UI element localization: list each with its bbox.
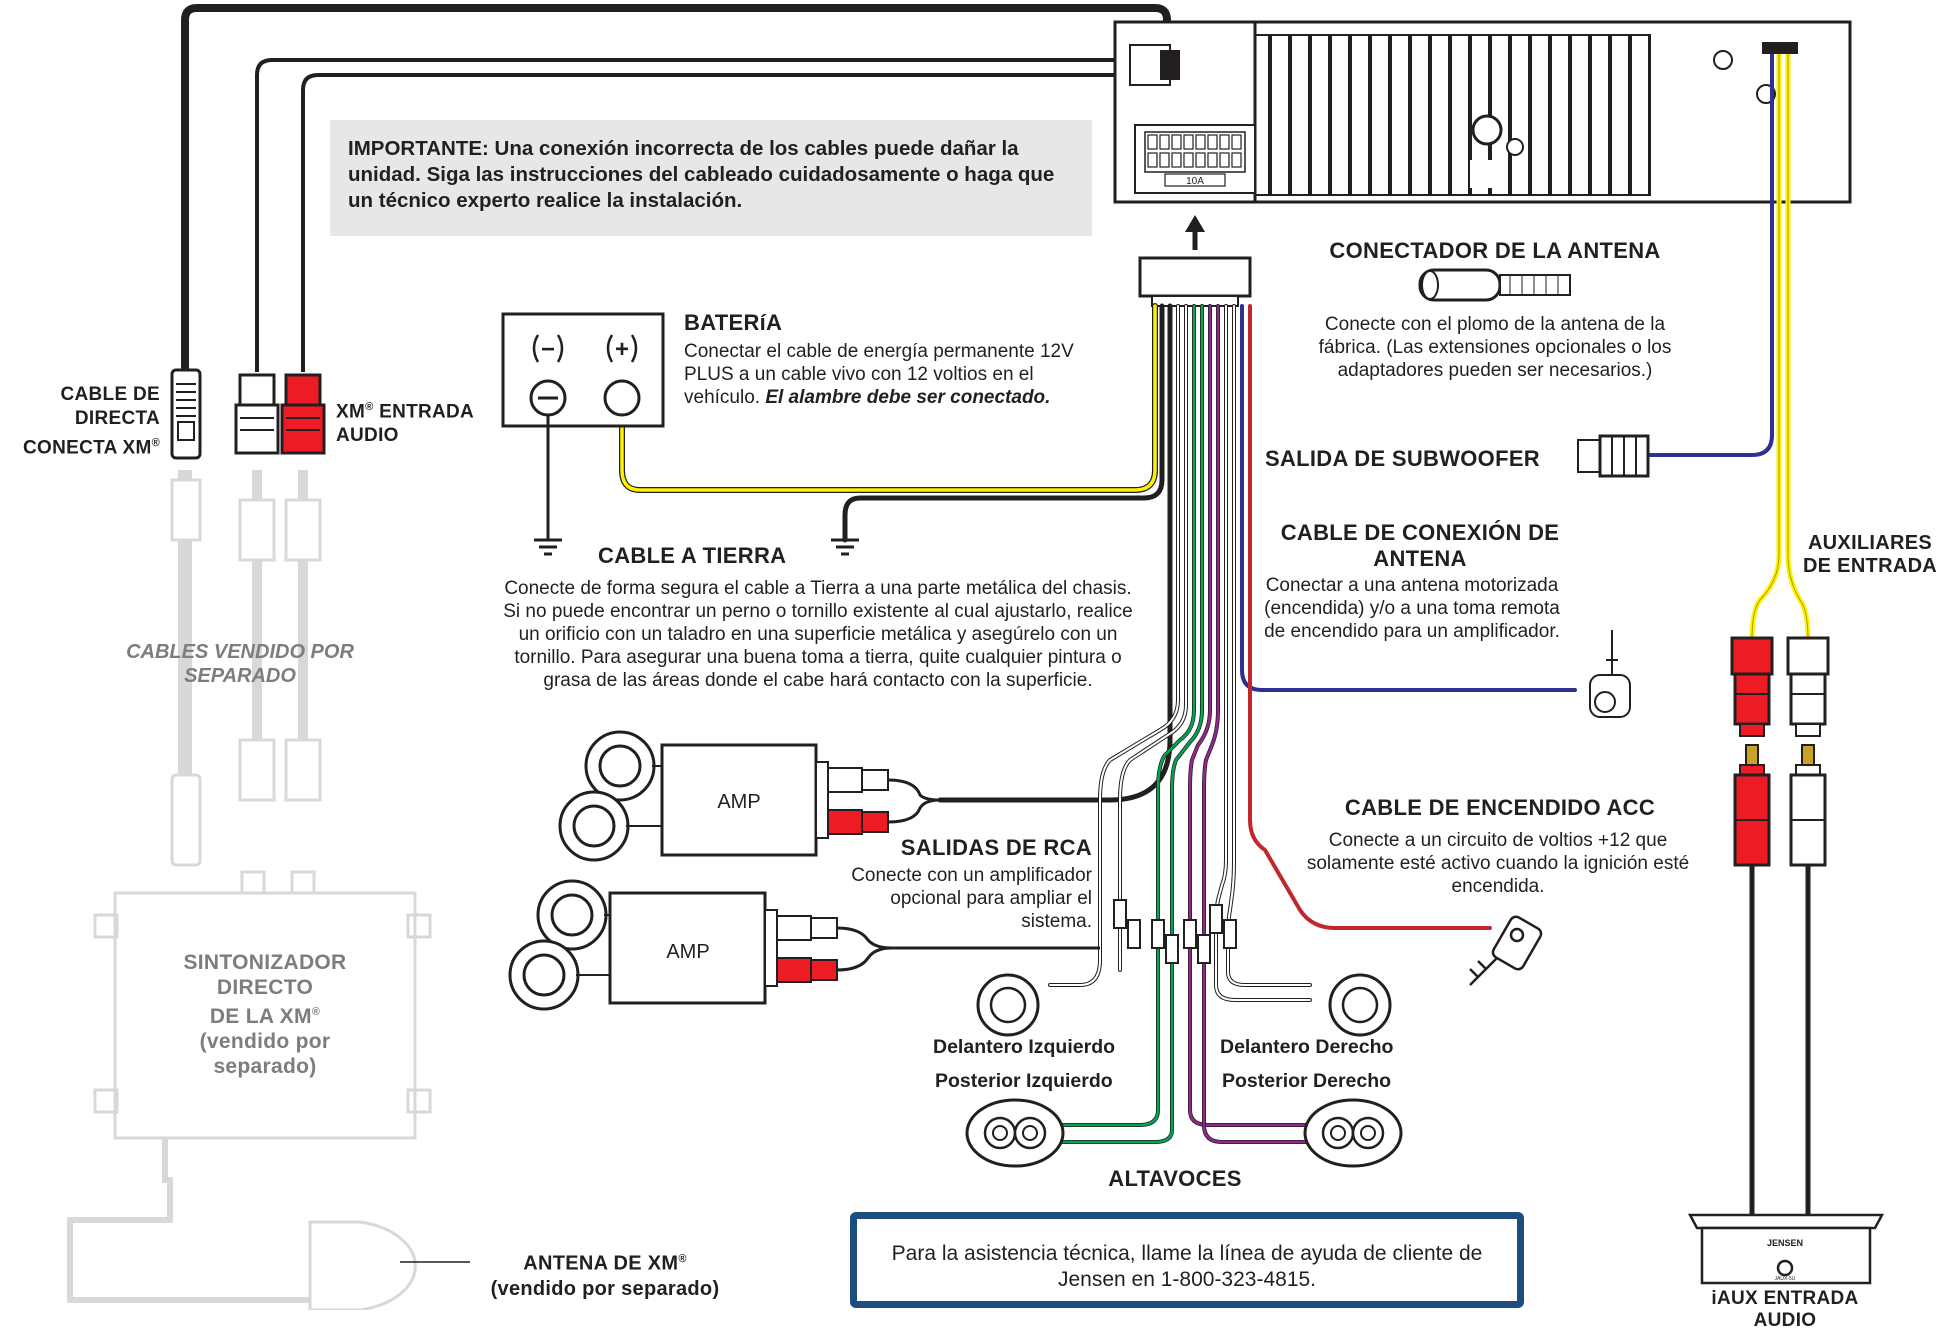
tuner-line1: SINTONIZADOR bbox=[183, 951, 347, 974]
xm-antenna-line2: (vendido por separado) bbox=[490, 1277, 720, 1300]
xm-audio-label: XM® ENTRADA AUDIO bbox=[336, 395, 474, 448]
tuner-line2: DIRECTO bbox=[216, 976, 314, 999]
arrow-up-icon bbox=[1185, 215, 1205, 250]
power-antenna-icon bbox=[1589, 630, 1631, 718]
iaux-brand: JENSEN bbox=[1767, 1238, 1803, 1248]
important-warning-box: IMPORTANTE: Una conexión incorrecta de l… bbox=[330, 120, 1092, 236]
rca-title: SALIDAS DE RCA bbox=[900, 835, 1092, 860]
tuner-reg: ® bbox=[311, 1006, 321, 1018]
xm-direct-connector-icon bbox=[170, 368, 202, 460]
tuner-line4: (vendido por bbox=[199, 1030, 331, 1053]
tuner-line5: separado) bbox=[213, 1055, 317, 1078]
xm-direct-line2: DIRECTA bbox=[74, 408, 160, 429]
antenna-connector-icon bbox=[1418, 268, 1571, 302]
xm-direct-line3: CONECTA XM bbox=[22, 437, 152, 459]
power-antenna-title: CABLE DE CONEXIÓN DE ANTENA bbox=[1280, 520, 1560, 571]
speakers-title: ALTAVOCES bbox=[1108, 1166, 1242, 1191]
acc-text: Conecte a un circuito de voltios +12 que… bbox=[1306, 830, 1690, 897]
ground-title: CABLE A TIERRA bbox=[598, 543, 787, 568]
aux-white-rca-icon bbox=[1786, 636, 1830, 1215]
cables-sold-label: CABLES VENDIDO POR SEPARADO bbox=[126, 641, 354, 687]
iaux-model: JAUX-5U bbox=[1775, 1276, 1796, 1282]
speaker-front-right-icon bbox=[1328, 973, 1392, 1037]
battery-icon bbox=[501, 312, 665, 428]
amplifier-2-icon bbox=[508, 879, 1100, 1011]
subwoofer-rca-icon bbox=[1577, 434, 1650, 478]
tuner-line3: DE LA XM bbox=[209, 1005, 312, 1028]
speaker-front-left-icon bbox=[976, 973, 1040, 1037]
power-antenna-text: Conectar a una antena motorizada (encend… bbox=[1264, 575, 1560, 642]
amp-2-label: AMP bbox=[666, 941, 709, 963]
harness-plug-icon bbox=[1138, 256, 1252, 307]
antenna-connector-text: Conecte con el plomo de la antena de la … bbox=[1318, 314, 1672, 381]
tech-support-text: Para la asistencia técnica, llame la lín… bbox=[891, 1242, 1483, 1291]
amplifier-1-icon bbox=[558, 730, 941, 862]
xm-audio-red-rca-icon bbox=[280, 373, 326, 455]
tech-support-box: Para la asistencia técnica, llame la lín… bbox=[850, 1212, 1524, 1308]
xm-antenna-line1: ANTENA DE XM bbox=[523, 1252, 679, 1275]
subwoofer-label: SALIDA DE SUBWOOFER bbox=[1265, 446, 1540, 471]
speaker-rear-right-icon bbox=[1303, 1098, 1403, 1168]
battery-title: BATERíA bbox=[684, 310, 783, 335]
battery-minus: − bbox=[541, 336, 555, 363]
unit-rear-plug-icon bbox=[1762, 42, 1798, 54]
ground-text: Conecte de forma segura el cable a Tierr… bbox=[503, 578, 1133, 691]
antenna-connector-title: CONECTADOR DE LA ANTENA bbox=[1329, 238, 1661, 263]
iaux-title: iAUX ENTRADA AUDIO bbox=[1711, 1288, 1859, 1331]
ignition-key-icon bbox=[1469, 915, 1543, 986]
rear-left-label: Posterior Izquierdo bbox=[935, 1070, 1113, 1092]
battery-plus: + bbox=[615, 336, 629, 363]
ground-symbol-icon bbox=[534, 538, 562, 556]
important-warning-text: IMPORTANTE: Una conexión incorrecta de l… bbox=[348, 137, 1055, 212]
speaker-rear-left-icon bbox=[965, 1098, 1065, 1168]
xm-audio-reg: ® bbox=[365, 401, 374, 413]
xm-audio-white-rca-icon bbox=[234, 373, 280, 455]
xm-direct-reg: ® bbox=[151, 437, 160, 449]
iaux-panel-icon bbox=[1687, 1213, 1885, 1285]
front-left-label: Delantero Izquierdo bbox=[933, 1036, 1116, 1058]
xm-antenna-label: ANTENA DE XM® (vendido por separado) bbox=[460, 1247, 750, 1302]
tuner-label: SINTONIZADOR DIRECTO DE LA XM® (vendido … bbox=[150, 950, 380, 1079]
aux-in-label: AUXILIARES DE ENTRADA bbox=[1802, 532, 1938, 577]
rear-right-label: Posterior Derecho bbox=[1222, 1070, 1392, 1092]
acc-title: CABLE DE ENCENDIDO ACC bbox=[1344, 795, 1656, 820]
speaker-splice-icons bbox=[1113, 899, 1237, 964]
xm-direct-label: CABLE DE DIRECTA CONECTA XM® bbox=[0, 383, 160, 460]
xm-ghost-accessories bbox=[67, 470, 432, 1310]
xm-audio-line2: AUDIO bbox=[336, 425, 399, 447]
xm-direct-line1: CABLE DE bbox=[60, 384, 160, 405]
battery-text: Conectar el cable de energía permanente … bbox=[684, 340, 1084, 409]
battery-text-emph: El alambre debe ser conectado. bbox=[765, 387, 1051, 408]
fuse-label: 10A bbox=[1186, 176, 1204, 187]
amp-1-label: AMP bbox=[717, 791, 760, 813]
xm-antenna-reg: ® bbox=[678, 1253, 687, 1265]
xm-audio-line1b: ENTRADA bbox=[373, 401, 475, 423]
ground-symbol-icon bbox=[831, 538, 859, 556]
xm-audio-line1: XM bbox=[336, 401, 366, 423]
aux-red-rca-icon bbox=[1730, 636, 1774, 1215]
front-right-label: Delantero Derecho bbox=[1220, 1036, 1394, 1058]
battery-text-main: Conectar el cable de energía permanente … bbox=[684, 341, 1074, 408]
rca-text: Conecte con un amplificador opcional par… bbox=[851, 865, 1092, 932]
xm-direct-cable bbox=[181, 4, 1171, 372]
unit-harness-socket-icon bbox=[1134, 124, 1256, 194]
